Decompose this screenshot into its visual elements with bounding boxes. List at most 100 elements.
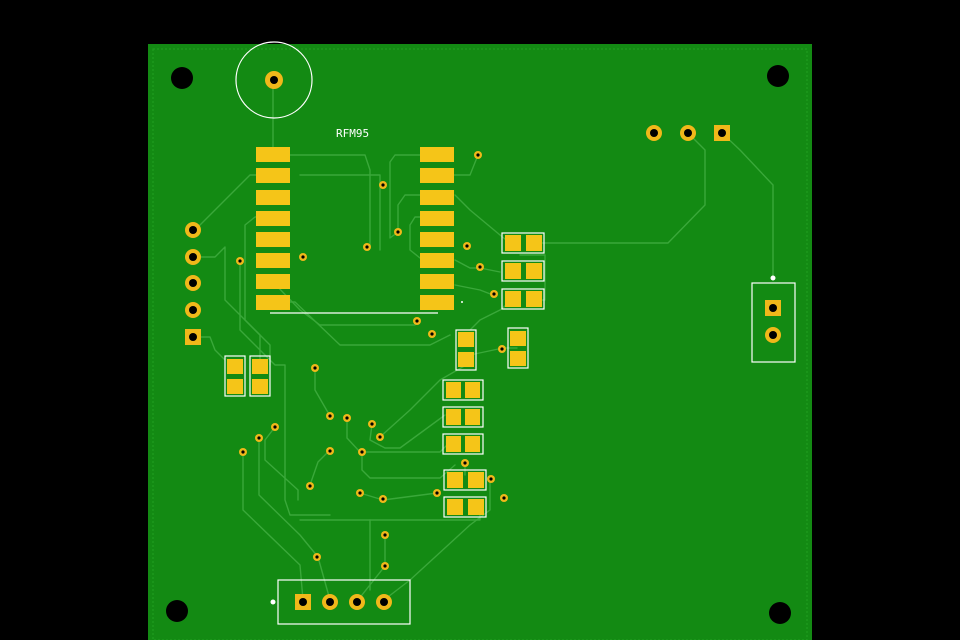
- via-icon: [326, 412, 334, 420]
- via-icon: [299, 253, 307, 261]
- via-icon: [255, 434, 263, 442]
- smd-pad: [420, 147, 454, 162]
- smd-pad: [256, 232, 290, 247]
- via-icon: [306, 482, 314, 490]
- smd-pad: [446, 382, 461, 398]
- smd-pad: [447, 499, 463, 515]
- smd-outline: [501, 288, 545, 310]
- smd-pad: [420, 232, 454, 247]
- pad-hole: [270, 76, 278, 84]
- via-icon: [376, 433, 384, 441]
- smd-pad: [256, 253, 290, 268]
- smd-outline: [224, 355, 246, 397]
- smd-pad: [465, 436, 480, 452]
- smd-pad: [420, 274, 454, 289]
- smd-pad: [526, 291, 542, 307]
- trace: [361, 451, 456, 479]
- via-icon: [461, 459, 469, 467]
- via-icon: [381, 531, 389, 539]
- pad-hole: [769, 304, 777, 312]
- smd-pad: [505, 291, 521, 307]
- trace: [192, 336, 226, 361]
- via-icon: [313, 553, 321, 561]
- smd-pad: [420, 295, 454, 310]
- pad-hole: [380, 598, 388, 606]
- smd-outline: [501, 260, 545, 282]
- smd-pad: [505, 235, 521, 251]
- pad-hole: [684, 129, 692, 137]
- pad-hole: [353, 598, 361, 606]
- smd-pad: [446, 436, 461, 452]
- smd-outline: [442, 379, 484, 401]
- smd-pad: [458, 332, 474, 347]
- via-icon: [379, 181, 387, 189]
- pin1-marker: [461, 301, 463, 303]
- smd-outline: [455, 329, 477, 371]
- smd-pad: [227, 359, 243, 374]
- smd-pad: [256, 168, 290, 183]
- trace: [242, 451, 304, 601]
- via-icon: [463, 242, 471, 250]
- vias: [236, 151, 508, 570]
- smd-pad: [465, 409, 480, 425]
- trace: [383, 479, 491, 601]
- via-icon: [311, 364, 319, 372]
- trace: [274, 154, 371, 249]
- pad-hole: [769, 331, 777, 339]
- pad-hole: [326, 598, 334, 606]
- via-icon: [500, 494, 508, 502]
- smd-pad: [256, 147, 290, 162]
- through-hole-pads: [185, 71, 781, 610]
- smd-pad: [256, 211, 290, 226]
- via-icon: [239, 448, 247, 456]
- via-icon: [487, 475, 495, 483]
- via-icon: [381, 562, 389, 570]
- via-icon: [326, 447, 334, 455]
- mounting-hole-icon: [171, 67, 193, 89]
- trace: [192, 246, 261, 366]
- rfm95-label: RFM95: [336, 127, 369, 140]
- smd-pad: [420, 211, 454, 226]
- pad-hole: [718, 129, 726, 137]
- smd-pad: [256, 274, 290, 289]
- smd-pad: [458, 352, 474, 367]
- via-icon: [343, 414, 351, 422]
- smd-pad: [510, 331, 526, 346]
- pad-hole: [299, 598, 307, 606]
- pin1-marker: [770, 275, 776, 281]
- pad-hole: [189, 306, 197, 314]
- smd-outline: [443, 469, 487, 491]
- via-icon: [271, 423, 279, 431]
- via-icon: [236, 257, 244, 265]
- trace: [451, 154, 479, 176]
- trace: [239, 261, 331, 516]
- via-icon: [428, 330, 436, 338]
- smd-pad: [526, 263, 542, 279]
- smd-pad: [420, 253, 454, 268]
- smd-pad: [505, 263, 521, 279]
- trace: [721, 132, 774, 281]
- trace: [314, 367, 331, 417]
- trace: [389, 154, 438, 239]
- trace: [529, 132, 706, 244]
- pad-hole: [189, 279, 197, 287]
- silkscreen: [224, 41, 796, 625]
- smd-pad: [465, 382, 480, 398]
- conn-j2-outline: [751, 282, 796, 363]
- passive-pads: [227, 235, 542, 515]
- conn-j3-outline: [277, 579, 411, 625]
- mounting-hole-icon: [166, 600, 188, 622]
- via-icon: [394, 228, 402, 236]
- via-icon: [413, 317, 421, 325]
- smd-pad: [256, 295, 290, 310]
- smd-pad: [256, 190, 290, 205]
- via-icon: [474, 151, 482, 159]
- smd-outline: [501, 232, 545, 254]
- smd-outline: [507, 327, 529, 369]
- pcb-board: [148, 44, 812, 640]
- via-icon: [476, 263, 484, 271]
- smd-outline: [442, 406, 484, 428]
- rfm95-left-pads: [256, 147, 290, 310]
- antenna-outline: [235, 41, 313, 119]
